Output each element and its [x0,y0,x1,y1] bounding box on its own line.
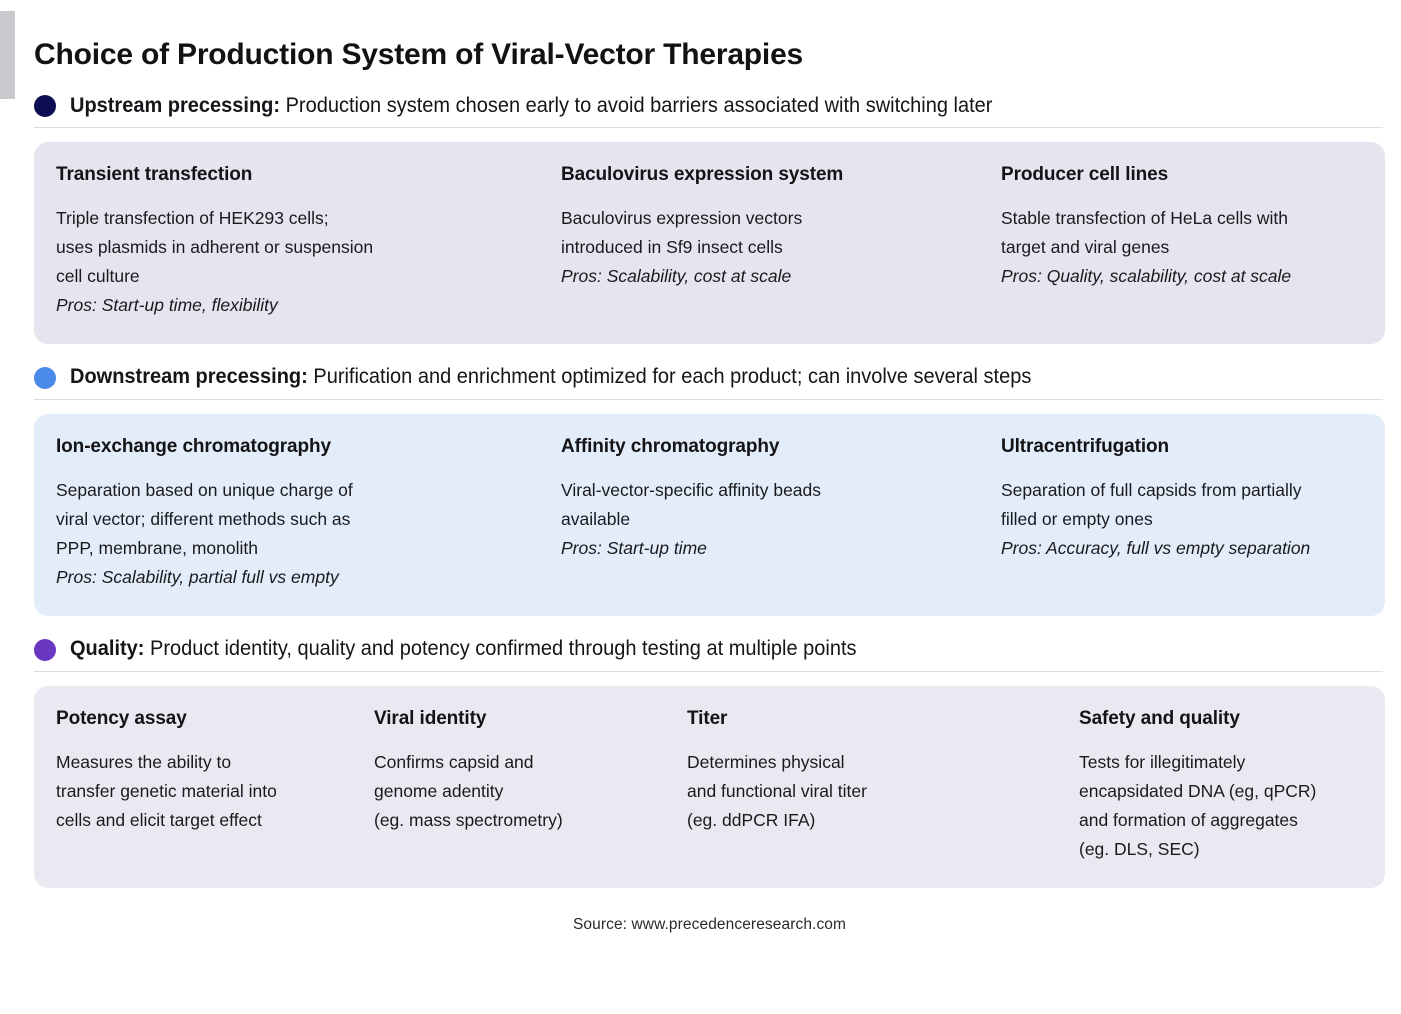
card-body: Separation based on unique charge of vir… [56,479,353,559]
card-pros: Pros: Start-up time, flexibility [56,295,278,316]
card-potency-assay: Potency assay Measures the ability to tr… [34,708,352,864]
card-title: Safety and quality [1079,707,1240,729]
page-title: Choice of Production System of Viral-Vec… [34,38,804,71]
card-titer: Titer Determines physical and functional… [665,708,1057,864]
section-header-downstream: Downstream precessing: Purification and … [34,344,1383,401]
card-producer-cell-lines: Producer cell lines Stable transfection … [979,164,1385,320]
card-pros: Pros: Scalability, cost at scale [561,266,792,287]
section-lead-downstream: Downstream precessing: [70,364,308,389]
card-body: Stable transfection of HeLa cells with t… [1001,208,1288,258]
card-body: Determines physical and functional viral… [687,751,867,830]
card-body: Baculovirus expression vectors introduce… [561,208,803,258]
filled-circle-icon-quality [34,639,56,662]
section-header-text-quality: Quality: Product identity, quality and p… [70,636,857,662]
section-header-text-upstream: Upstream precessing: Production system c… [70,93,992,119]
card-title: Ion-exchange chromatography [56,436,331,458]
card-body: Measures the ability to transfer genetic… [56,751,277,830]
section-header-upstream: Upstream precessing: Production system c… [34,73,1383,129]
section-description-quality: Product identity, quality and potency co… [144,636,857,661]
source-attribution: Source: www.precedenceresearch.com [572,915,847,933]
card-pros: Pros: Scalability, partial full vs empty [56,567,339,588]
card-title: Titer [687,707,728,729]
card-title: Affinity chromatography [561,436,780,458]
filled-circle-icon-upstream [34,95,56,118]
section-header-quality: Quality: Product identity, quality and p… [34,616,1383,672]
card-body: Confirms capsid and genome adentity (eg.… [374,751,563,830]
card-ultracentrifugation: Ultracentrifugation Separation of full c… [979,436,1385,592]
card-title: Transient transfection [56,164,253,186]
card-body: Viral-vector-specific affinity beads ava… [561,479,822,530]
card-title: Producer cell lines [1001,164,1169,186]
section-lead-upstream: Upstream precessing: [70,92,281,117]
card-title: Viral identity [374,707,487,729]
card-title: Potency assay [56,707,187,729]
card-pros: Pros: Accuracy, full vs empty separation [1001,538,1311,559]
filled-circle-icon-downstream [34,367,56,390]
card-viral-identity: Viral identity Confirms capsid and genom… [352,708,665,864]
card-ion-exchange-chromatography: Ion-exchange chromatography Separation b… [34,436,539,592]
section-description-upstream: Production system chosen early to avoid … [280,92,993,117]
panel-upstream: Transient transfection Triple transfecti… [34,142,1385,345]
left-edge-marker [0,11,15,99]
card-baculovirus-expression-system: Baculovirus expression system Baculoviru… [539,164,979,320]
card-pros: Pros: Quality, scalability, cost at scal… [1001,266,1292,287]
section-description-downstream: Purification and enrichment optimized fo… [307,364,1032,389]
card-body: Triple transfection of HEK293 cells; use… [56,208,374,287]
card-pros: Pros: Start-up time [561,538,707,559]
card-safety-and-quality: Safety and quality Tests for illegitimat… [1057,708,1385,864]
card-affinity-chromatography: Affinity chromatography Viral-vector-spe… [539,436,979,592]
card-title: Ultracentrifugation [1001,436,1170,458]
card-title: Baculovirus expression system [561,164,844,186]
card-body: Tests for illegitimately encapsidated DN… [1079,751,1317,859]
panel-downstream: Ion-exchange chromatography Separation b… [34,414,1385,617]
panel-quality: Potency assay Measures the ability to tr… [34,685,1385,888]
card-transient-transfection: Transient transfection Triple transfecti… [34,164,539,320]
card-body: Separation of full capsids from partiall… [1001,479,1302,530]
section-header-text-downstream: Downstream precessing: Purification and … [70,364,1031,390]
section-lead-quality: Quality: [70,636,145,661]
